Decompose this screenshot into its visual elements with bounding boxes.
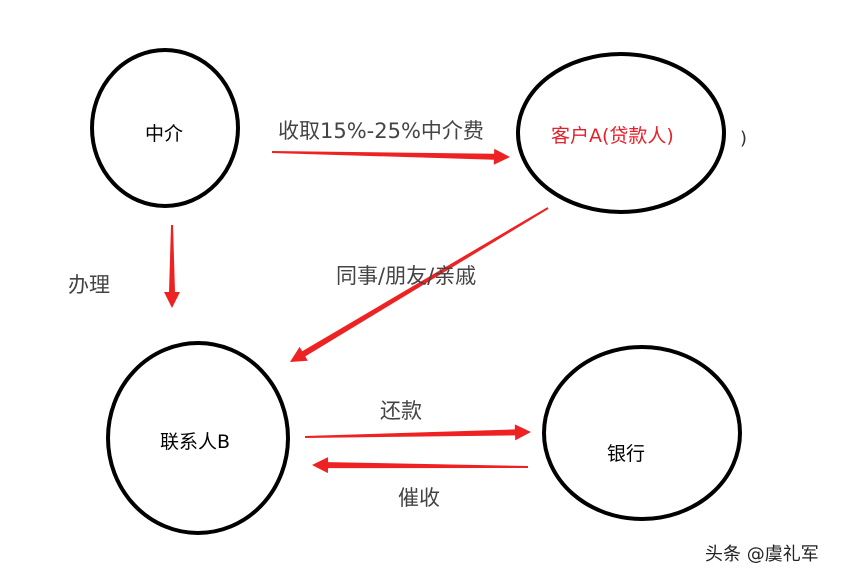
node-customer-label: 客户A(贷款人) [551, 125, 674, 147]
node-bank-label: 银行 [607, 443, 645, 465]
edge-fee-label: 收取15%-25%中介费 [278, 119, 484, 143]
arrow-contact-to-bank [305, 424, 531, 441]
node-contact-label: 联系人B [160, 431, 230, 453]
node-agency-circle [90, 48, 240, 208]
arrow-agency-to-customer [272, 148, 510, 165]
edge-handle-label: 办理 [68, 273, 110, 297]
edge-repay-label: 还款 [380, 399, 422, 423]
edge-relation-label: 同事/朋友/亲戚 [336, 264, 476, 288]
node-contact-circle [106, 341, 290, 535]
stray-mark: ) [740, 128, 747, 149]
arrow-customer-to-contact [290, 207, 549, 362]
edge-collect-label: 催收 [398, 486, 440, 510]
arrow-agency-to-contact [164, 225, 180, 308]
node-agency-label: 中介 [145, 123, 183, 145]
watermark: 头条 @虞礼军 [705, 544, 819, 565]
arrow-bank-to-contact [312, 457, 528, 474]
node-bank-circle [542, 345, 742, 521]
node-customer-circle [516, 52, 726, 214]
